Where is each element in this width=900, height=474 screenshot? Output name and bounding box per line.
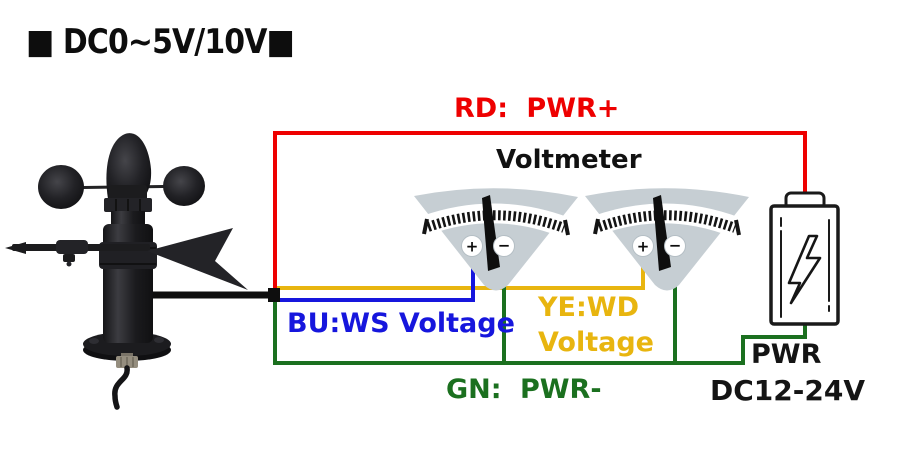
gauge-tick-left: [593, 218, 600, 235]
bottom-cable: [112, 365, 130, 410]
vane-screw: [63, 254, 75, 262]
gauge-scale-band: [422, 203, 570, 237]
blue-wire: [276, 255, 475, 302]
gauge-tick-marks: [426, 210, 566, 233]
red-wire-label: RD: PWR+: [454, 93, 620, 124]
sensor-neck: [111, 211, 145, 226]
sensor-body-lower: [103, 300, 153, 343]
gauge-tick-left: [422, 218, 429, 235]
minus-terminal: [664, 235, 686, 257]
plus-terminal: [632, 235, 654, 257]
yellow-wire-label: YE:WD Voltage: [538, 290, 654, 360]
yellow-wire-label-line1: YE:WD: [538, 292, 639, 323]
flange-bolt-hole-left: [89, 338, 99, 344]
wind-vane-fin: [147, 228, 248, 290]
battery-icon: [769, 191, 840, 326]
rotor-hub: [109, 185, 147, 201]
gauge-tick-right: [734, 219, 741, 236]
voltmeter-gauge-1: + −: [414, 188, 578, 291]
cable-junction: [268, 288, 280, 302]
voltmeter-gauge-2: + −: [585, 188, 749, 291]
green-wire: [273, 295, 807, 365]
anemometer-graphic: [5, 133, 248, 410]
cable-gland-top: [121, 353, 133, 357]
vane-screw-knob: [66, 261, 72, 267]
voltmeter-title: Voltmeter: [496, 145, 642, 175]
plus-terminal-symbol: +: [637, 238, 650, 256]
gauge-tick-marks: [597, 210, 737, 233]
yellow-wire: [276, 255, 645, 290]
power-source-voltage: DC12-24V: [710, 374, 866, 407]
minus-terminal-symbol: −: [669, 237, 682, 255]
anemometer-cup-right: [163, 166, 205, 206]
page-title: ■ DC0~5V/10V■: [26, 22, 295, 62]
vane-counterweight: [56, 240, 88, 254]
plus-terminal: [461, 235, 483, 257]
yellow-wire-label-line2: Voltage: [538, 327, 654, 358]
gauge-scale-band: [593, 203, 741, 237]
red-wire: [273, 131, 807, 292]
minus-terminal-symbol: −: [498, 237, 511, 255]
lightning-bolt-icon: [787, 234, 822, 305]
anemometer-cup-left: [38, 165, 84, 209]
vane-tip: [5, 242, 26, 254]
blue-wire-label: BU:WS Voltage: [287, 308, 515, 339]
plus-terminal-symbol: +: [466, 238, 479, 256]
flange-bolt-hole-right: [154, 337, 164, 343]
minus-terminal: [493, 235, 515, 257]
green-wire-label: GN: PWR-: [446, 374, 602, 405]
gauge-tick-right: [563, 219, 570, 236]
power-source-label: PWR: [751, 339, 822, 370]
